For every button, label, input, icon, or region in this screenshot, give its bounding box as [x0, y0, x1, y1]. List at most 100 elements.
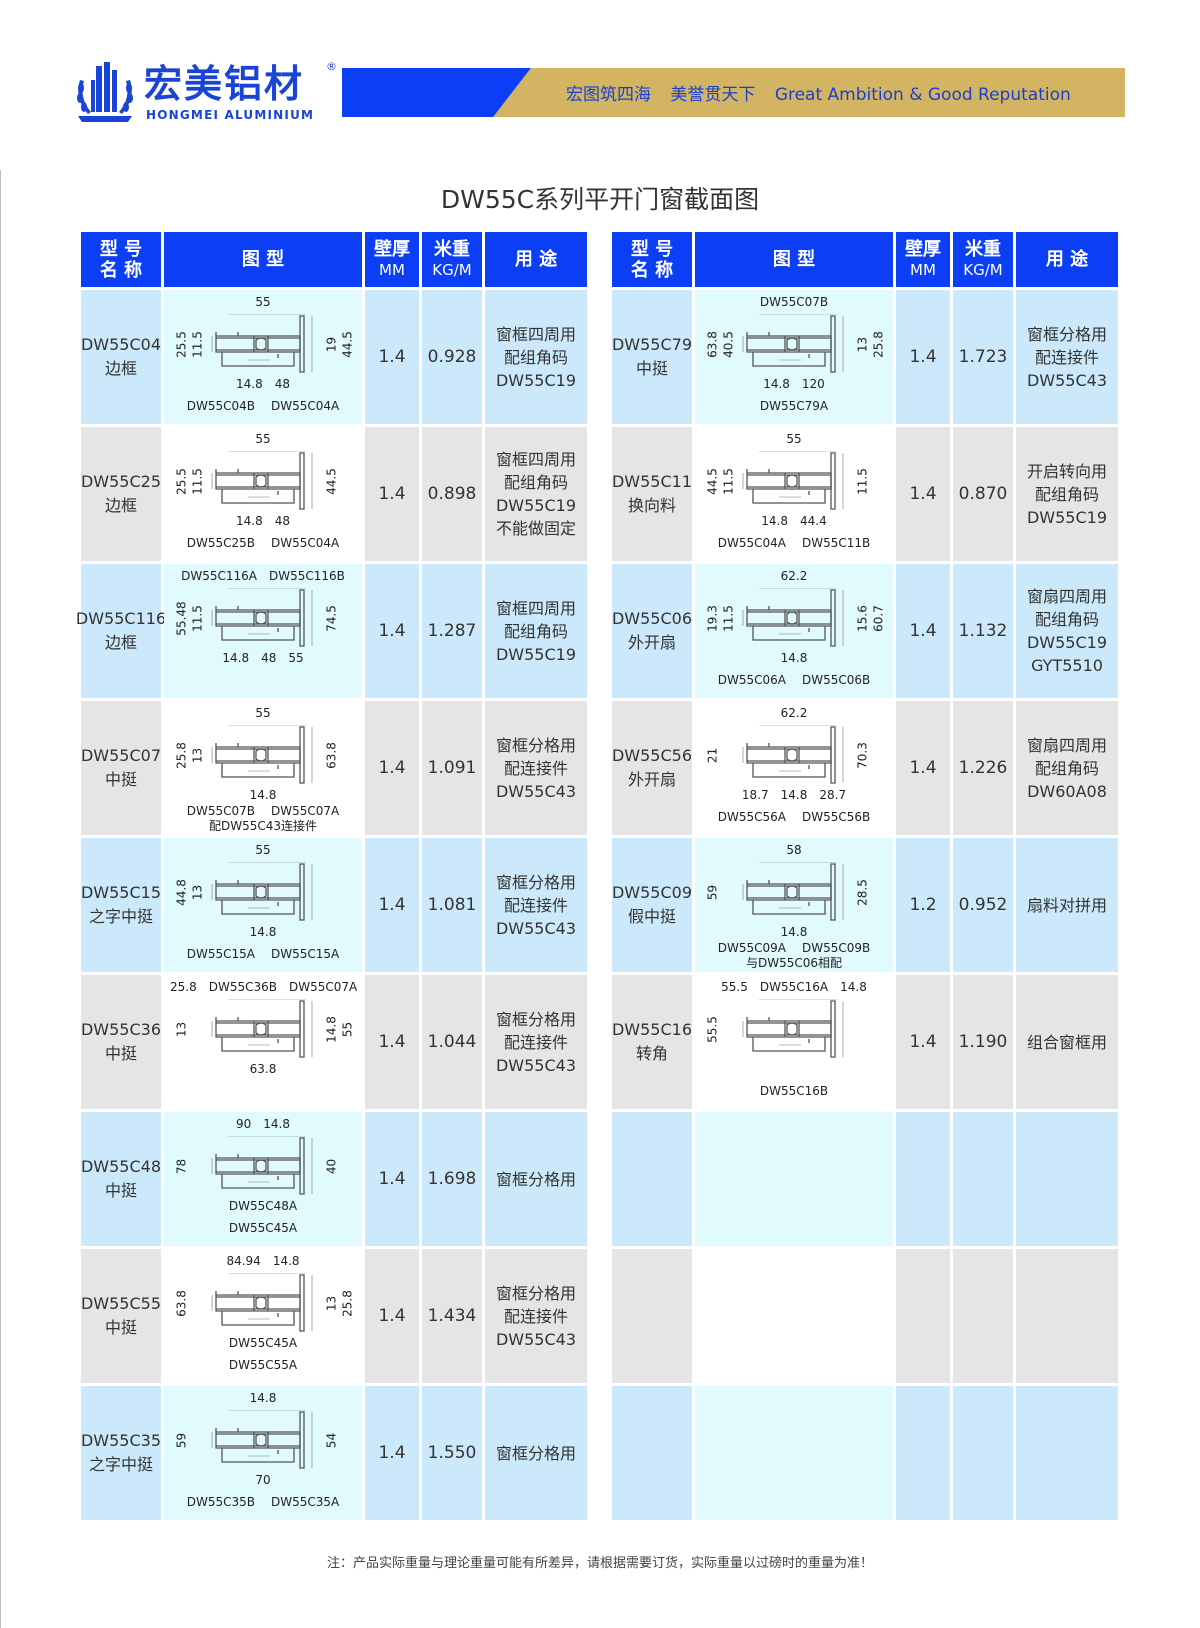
part-codes: DW55C16B — [695, 1085, 893, 1098]
wall-thickness-cell — [896, 1249, 950, 1383]
wall-thickness-value: 1.4 — [909, 484, 937, 504]
weight-value: 1.287 — [427, 621, 477, 641]
wall-thickness-cell: 1.4 — [365, 701, 419, 835]
profile-code: DW55C55 — [80, 1294, 162, 1313]
wall-thickness-cell: 1.4 — [365, 564, 419, 698]
dimension-label: DW55C48A — [228, 1199, 298, 1213]
wall-thickness-value: 1.4 — [378, 621, 406, 641]
weight-value: 0.898 — [427, 484, 477, 504]
dimension-label: 14.8 — [263, 1117, 290, 1131]
usage-line: DW55C43 — [495, 1329, 577, 1349]
dimension-label: 14.8 — [780, 925, 808, 939]
dimension-label: 84.94 — [226, 1254, 261, 1268]
dimension-label: 14.8 — [763, 377, 790, 391]
wall-thickness-value: 1.4 — [909, 1032, 937, 1052]
dimension-label: 55 — [255, 295, 271, 309]
profile-type: 外开扇 — [627, 770, 676, 789]
usage-line: 窗框分格用 — [495, 1009, 576, 1029]
part-code: DW55C09B — [801, 941, 871, 955]
dimension-label: 54 — [324, 1432, 339, 1449]
profile-section-drawing — [742, 451, 844, 510]
dimension-label: 14.8 — [249, 925, 277, 939]
dimension-label: DW55C07A — [288, 980, 358, 994]
weight-per-meter-cell: 1.081 — [422, 838, 482, 972]
brand-logo: 宏美铝材 ® HONGMEI ALUMINIUM — [74, 60, 344, 130]
fig-bottom-labels: 14.8 — [164, 926, 362, 939]
dimension-label: 14.8 — [780, 788, 808, 802]
profile-code: DW55C11 — [611, 472, 693, 491]
usage-line: 配连接件 — [503, 758, 568, 778]
part-code: DW55C35B — [186, 1495, 256, 1509]
part-code: DW55C25B — [186, 536, 256, 550]
part-codes: DW55C45A — [164, 1222, 362, 1235]
header-weight-label: 米重 — [434, 238, 470, 260]
usage-line: 窗框分格用 — [1026, 324, 1107, 344]
profile-type: 中挺 — [104, 1044, 137, 1063]
dimension-label: 18.7 — [741, 788, 769, 802]
usage-cell — [1016, 1386, 1118, 1520]
profile-section-drawing — [742, 999, 844, 1058]
weight-per-meter-cell: 1.044 — [422, 975, 482, 1109]
footnote: 注：产品实际重量与理论重量可能有所差异，请根据需要订货，实际重量以过磅时的重量为… — [326, 1556, 873, 1571]
dimension-label: 14.8 — [272, 1254, 300, 1268]
weight-per-meter-cell: 0.928 — [422, 290, 482, 424]
wall-thickness-value: 1.4 — [909, 621, 937, 641]
weight-value: 1.698 — [427, 1169, 477, 1189]
weight-value: 0.870 — [958, 484, 1008, 504]
page-title: DW55C系列平开门窗截面图 — [440, 185, 760, 214]
dimension-label: 11.5 — [855, 468, 870, 495]
usage-line: 配组角码 — [503, 347, 568, 367]
slogan-cn-1: 宏图筑四海 — [566, 85, 651, 105]
profile-section-drawing — [742, 314, 844, 373]
usage-line: DW55C19 — [1026, 507, 1108, 527]
weight-per-meter-cell: 0.870 — [953, 427, 1013, 561]
dimension-label: 63.8 — [174, 1290, 189, 1317]
dimension-label: 11.5 — [190, 605, 205, 632]
profile-type: 中挺 — [635, 359, 668, 378]
dimension-label: 15.6 — [855, 605, 870, 632]
page-border — [0, 170, 1, 1628]
header-name-line: 型 号 — [99, 238, 143, 260]
wall-thickness-cell: 1.4 — [365, 975, 419, 1109]
wall-thickness-cell: 1.4 — [365, 290, 419, 424]
dimension-label: 25.8 — [871, 331, 886, 358]
usage-line: 开启转向用 — [1026, 461, 1107, 481]
wall-thickness-cell: 1.4 — [896, 290, 950, 424]
dimension-label: 25.8 — [170, 980, 197, 994]
usage-line: 窗框四周用 — [495, 598, 576, 618]
dimension-label: 90 — [236, 1117, 252, 1131]
part-code: DW55C56B — [801, 810, 871, 824]
profile-type: 边框 — [104, 496, 137, 515]
profile-section-drawing — [211, 999, 313, 1058]
profile-section-drawing — [211, 725, 313, 784]
part-code: DW55C06A — [717, 673, 786, 687]
weight-per-meter-cell — [953, 1249, 1013, 1383]
registered-mark: ® — [326, 60, 337, 73]
header-usage: 用 途 — [485, 232, 587, 287]
weight-per-meter-cell: 1.434 — [422, 1249, 482, 1383]
header-name: 型 号名 称 — [612, 232, 692, 287]
dimension-label: 14.8 — [324, 1016, 339, 1043]
weight-per-meter-cell: 1.091 — [422, 701, 482, 835]
dimension-label: 44.4 — [800, 514, 827, 528]
weight-value: 1.044 — [427, 1032, 477, 1052]
dimension-label: 13 — [190, 747, 205, 764]
wall-thickness-cell — [896, 1112, 950, 1246]
profile-section-drawing — [211, 588, 313, 647]
wall-thickness-cell: 1.4 — [365, 1386, 419, 1520]
dimension-label: DW55C36B — [208, 980, 277, 994]
profile-section-drawing — [211, 1273, 313, 1332]
part-code: DW55C04A — [717, 536, 786, 550]
